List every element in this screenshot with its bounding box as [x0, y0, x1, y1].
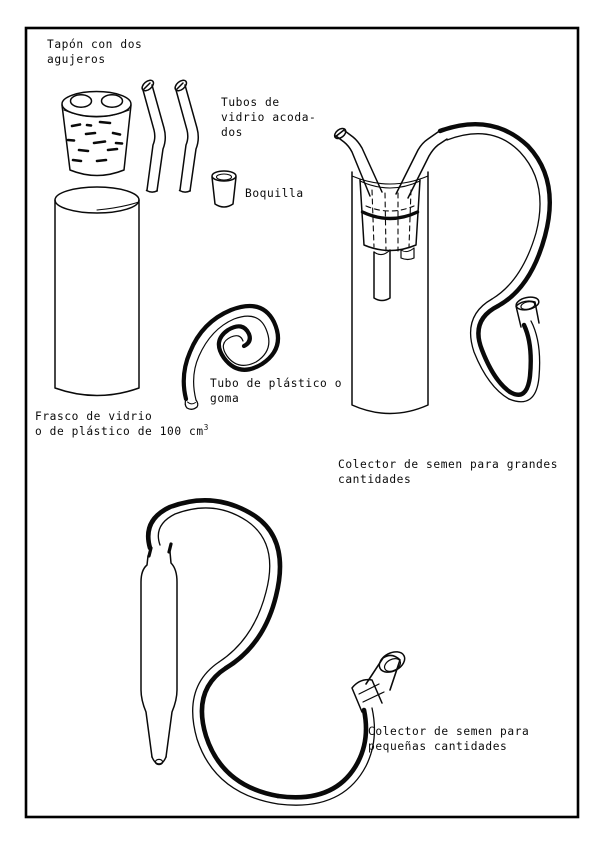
bent-glass-tubes — [141, 79, 200, 193]
label-bent-tubes: Tubos de vidrio acoda- dos — [221, 96, 316, 139]
cork-texture — [66, 120, 124, 163]
label-flask-superscript: 3 — [204, 423, 209, 432]
label-stopper-line2: agujeros — [47, 53, 106, 66]
label-flask-line2-text: o de plástico de 100 cm — [35, 425, 204, 438]
bent-glass-tube-b — [174, 79, 200, 193]
large-collector-stopper — [359, 179, 421, 252]
small-collector-hose — [145, 497, 406, 806]
label-bent-tubes-line1: Tubos de — [221, 96, 280, 109]
label-hose-line2: goma — [210, 392, 239, 405]
label-large-collector: Colector de semen para grandes cantidade… — [338, 458, 558, 486]
label-small-collector: Colector de semen para pequeñas cantidad… — [368, 725, 529, 753]
label-mouthpiece-line1: Boquilla — [245, 187, 304, 200]
coiled-hose — [181, 303, 281, 410]
mouthpiece-part — [211, 170, 237, 208]
label-bent-tubes-line3: dos — [221, 126, 243, 139]
stopper-hole-right — [100, 94, 124, 108]
label-flask: Frasco de vidrio o de plástico de 100 cm… — [35, 410, 209, 438]
glass-flask — [54, 186, 140, 397]
large-collector-flask — [351, 171, 429, 415]
small-collector-mouthpiece — [351, 651, 406, 713]
label-small-collector-line1: Colector de semen para — [368, 725, 529, 738]
large-collector-mouthpiece — [515, 296, 540, 328]
label-hose: Tubo de plástico o goma — [210, 377, 342, 405]
stopper-hole-left — [69, 94, 93, 108]
label-small-collector-line2: pequeñas cantidades — [368, 740, 507, 753]
label-stopper-line1: Tapón con dos — [47, 38, 142, 51]
label-bent-tubes-line2: vidrio acoda- — [221, 111, 316, 124]
two-hole-stopper — [61, 90, 132, 177]
label-stopper: Tapón con dos agujeros — [47, 38, 142, 66]
label-flask-line2: o de plástico de 100 cm3 — [35, 423, 209, 438]
label-hose-line1: Tubo de plástico o — [210, 377, 342, 390]
large-collector-assembly — [333, 122, 552, 415]
bent-glass-tube-a — [141, 79, 167, 193]
large-collector-hose — [437, 122, 552, 403]
large-collector-inner-tube — [373, 247, 415, 302]
label-mouthpiece: Boquilla — [245, 187, 304, 200]
hidden-lines — [365, 189, 415, 252]
large-collector-left-tube — [333, 127, 383, 197]
figure-border — [24, 26, 580, 819]
large-collector-right-tube — [395, 131, 448, 199]
small-collector-tube — [140, 542, 178, 766]
label-large-collector-line2: cantidades — [338, 473, 411, 486]
small-collector-assembly — [140, 497, 406, 806]
label-flask-line1: Frasco de vidrio — [35, 410, 152, 423]
label-large-collector-line1: Colector de semen para grandes — [338, 458, 558, 471]
